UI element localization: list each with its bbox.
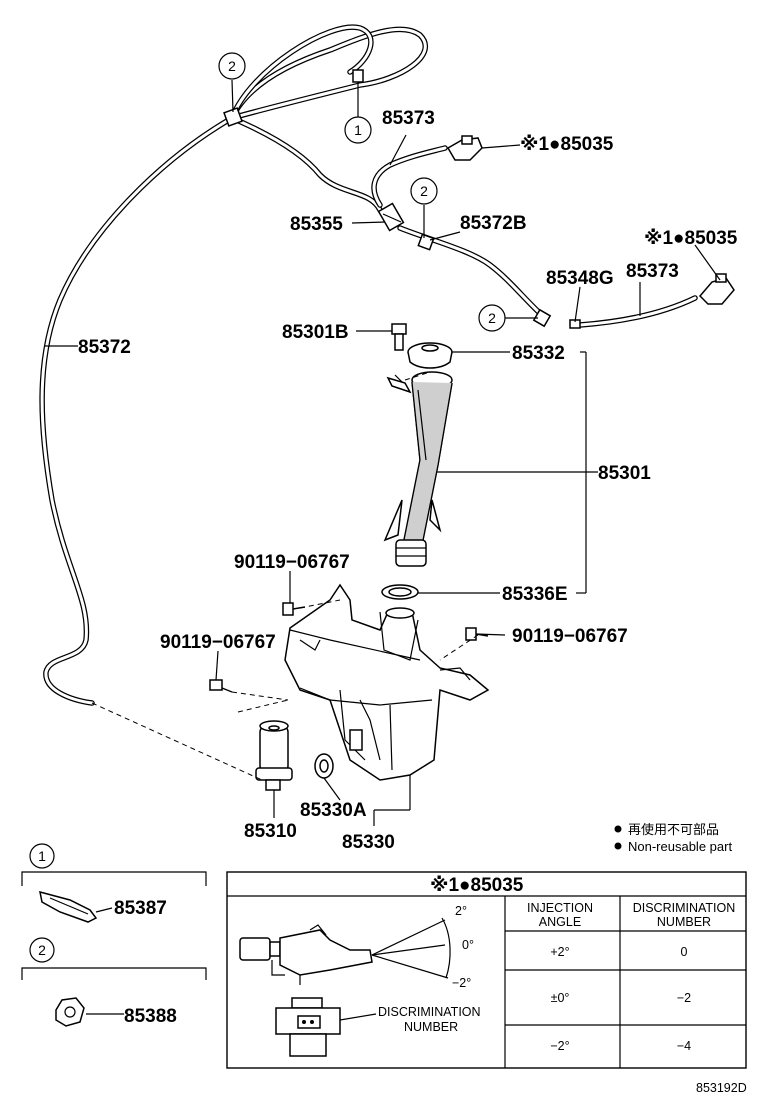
part-label-85348G: 85348G — [546, 268, 614, 289]
col-discrimination-line2: NUMBER — [657, 915, 711, 929]
callout-1-label: 1 — [354, 122, 362, 138]
part-label-85301B: 85301B — [282, 322, 349, 343]
angle-plus-label: 2° — [455, 904, 467, 918]
pump-85310 — [255, 720, 293, 791]
joint-85355 — [377, 202, 405, 232]
hose-clips — [223, 69, 581, 329]
row3-angle: −2° — [550, 1039, 569, 1053]
part-label-90119-left: 90119−06767 — [160, 632, 276, 653]
part-label-85336E: 85336E — [502, 584, 568, 605]
part-label-85332: 85332 — [512, 343, 565, 364]
inset-circle-2-label: 2 — [38, 942, 46, 958]
inset-table-title: ※1●85035 — [430, 875, 524, 896]
part-label-85310: 85310 — [244, 821, 297, 842]
part-label-85372: 85372 — [78, 337, 131, 358]
legend-jp: 再使用不可部品 — [628, 822, 719, 837]
part-label-90119-upper: 90119−06767 — [234, 552, 350, 573]
row1-number: 0 — [681, 945, 688, 959]
callout-2a-label: 2 — [228, 58, 236, 74]
callout-circle-2a — [218, 52, 246, 80]
nozzle-85035-right — [698, 273, 735, 305]
legend-en: Non-reusable part — [628, 839, 732, 854]
part-label-85035-top: ※1●85035 — [520, 134, 614, 155]
inset-clip-85387: 1 85387 — [21, 843, 207, 923]
dashed-lines — [91, 371, 479, 781]
legend: 再使用不可部品 Non-reusable part — [614, 822, 732, 854]
row3-number: −4 — [677, 1039, 691, 1053]
callout-circles: 2 1 2 2 — [218, 52, 506, 332]
hose-network — [39, 24, 698, 706]
connector-disc-line1: DISCRIMINATION — [378, 1005, 481, 1019]
row1-angle: +2° — [550, 945, 569, 959]
part-label-85387: 85387 — [114, 898, 167, 919]
part-label-85035-right: ※1●85035 — [644, 228, 738, 249]
callout-circle-2c — [478, 304, 506, 332]
angle-zero-label: 0° — [462, 938, 474, 952]
legend-dot-en — [614, 842, 622, 850]
nozzle-side-view: 2° 0° −2° — [239, 904, 474, 990]
bolt-90119-upper — [282, 602, 306, 616]
col-discrimination-line1: DISCRIMINATION — [633, 901, 736, 915]
callout-circle-1 — [344, 116, 372, 144]
washer-tank-85330 — [284, 583, 490, 781]
part-label-85388: 85388 — [124, 1006, 177, 1027]
bolt-85301B — [391, 323, 407, 351]
col-injection-angle-line1: INJECTION — [527, 901, 593, 915]
part-label-85330: 85330 — [342, 832, 395, 853]
part-label-85372B: 85372B — [460, 213, 527, 234]
grommet-85330A — [314, 753, 334, 779]
part-label-85355: 85355 — [290, 214, 343, 235]
callout-2b-label: 2 — [420, 183, 428, 199]
connector-disc-line2: NUMBER — [404, 1020, 458, 1034]
inset-clip-85388: 2 85388 — [21, 937, 207, 1027]
callout-2c-label: 2 — [488, 310, 496, 326]
filler-pipe-85301 — [383, 371, 453, 567]
connector-view: DISCRIMINATION NUMBER — [275, 997, 481, 1057]
part-label-85301: 85301 — [598, 463, 651, 484]
part-label-85330A: 85330A — [300, 800, 367, 821]
inset-circle-1-label: 1 — [38, 848, 46, 864]
nozzle-spec-inset: ※1●85035 INJECTION ANGLE DISCRIMINATION … — [226, 871, 747, 1069]
part-label-85373-right: 85373 — [626, 261, 679, 282]
callout-circle-2b — [410, 177, 438, 205]
part-label-85373-top: 85373 — [382, 108, 435, 129]
bolt-90119-left — [209, 679, 233, 693]
row2-angle: ±0° — [551, 991, 570, 1005]
row2-number: −2 — [677, 991, 691, 1005]
nozzle-85035-top — [446, 135, 483, 161]
part-labels: 85373 ※1●85035 85355 85372B ※1●85035 853… — [78, 108, 738, 853]
angle-minus-label: −2° — [452, 976, 471, 990]
col-injection-angle-line2: ANGLE — [539, 915, 581, 929]
leader-lines — [45, 79, 721, 826]
part-label-90119-right: 90119−06767 — [512, 626, 628, 647]
diagram-code: 853192D — [696, 1081, 747, 1095]
cap-85332 — [407, 342, 453, 369]
legend-dot-jp — [614, 825, 622, 833]
gasket-85336E — [381, 584, 419, 600]
